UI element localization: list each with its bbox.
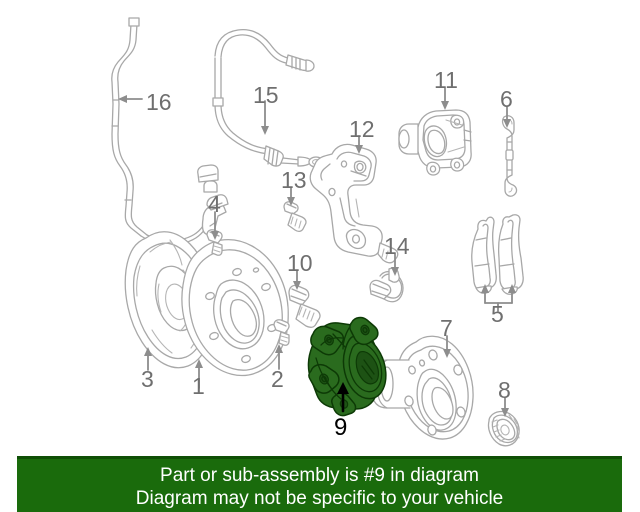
callout-label-2: 2 (271, 366, 284, 392)
callout-label-12: 12 (349, 116, 375, 142)
part-7-wheel-hub (371, 335, 474, 440)
part-4-abs-wheel-speed-sensor (197, 164, 229, 236)
part-8-axle-nut (487, 410, 520, 447)
callout-label-1: 1 (192, 373, 205, 399)
callout-label-4: 4 (208, 191, 221, 217)
part-13-guide-pin-bolt (283, 201, 307, 233)
part-1-brake-rotor (181, 239, 289, 377)
callout-label-7: 7 (440, 315, 453, 341)
part-10-caliper-bracket-bolt (288, 284, 321, 328)
callout-arrow-3 (144, 347, 152, 371)
callout-arrow-9 (337, 382, 349, 413)
banner-line-1: Part or sub-assembly is #9 in diagram (160, 464, 479, 486)
part-9-wheel-bearing-carrier-highlighted (307, 316, 387, 417)
part-16-brake-line (111, 17, 207, 246)
callout-arrow-14 (391, 253, 399, 276)
callout-label-3: 3 (141, 366, 154, 392)
callout-label-10: 10 (287, 250, 313, 276)
part-12-caliper-carrier-bracket (309, 143, 399, 264)
banner-line-2: Diagram may not be specific to your vehi… (135, 487, 504, 509)
part-5-brake-pad-set (471, 214, 524, 295)
callout-arrow-1 (195, 359, 203, 389)
diagram-disclaimer-banner: Part or sub-assembly is #9 in diagram Di… (17, 456, 622, 512)
callout-label-14: 14 (384, 233, 410, 259)
callout-arrow-6 (503, 106, 511, 128)
callout-label-11: 11 (434, 67, 458, 93)
callout-label-9: 9 (334, 414, 348, 441)
callout-label-13: 13 (281, 167, 307, 193)
part-6-pad-retaining-spring (501, 115, 518, 197)
callout-arrow-5 (481, 284, 516, 312)
part-14-brake-pad-wear-sensor (369, 267, 404, 303)
callout-arrow-4 (211, 211, 219, 240)
callout-arrow-11 (441, 87, 449, 110)
part-2-rotor-retaining-screw (273, 319, 290, 346)
part-11-brake-caliper (398, 109, 472, 176)
callout-label-8: 8 (498, 377, 511, 403)
callout-label-15: 15 (253, 82, 279, 108)
callout-arrow-2 (275, 344, 283, 370)
callout-arrow-10 (293, 270, 301, 290)
callout-arrow-13 (287, 187, 295, 206)
callout-arrow-7 (443, 335, 451, 358)
callout-label-5: 5 (491, 301, 504, 327)
callout-label-16: 16 (146, 89, 172, 115)
callout-arrow-15 (261, 100, 269, 135)
callout-arrow-8 (501, 397, 509, 417)
callout-label-6: 6 (500, 86, 513, 112)
callout-arrow-12 (355, 135, 363, 154)
callout-arrow-16 (118, 95, 143, 103)
